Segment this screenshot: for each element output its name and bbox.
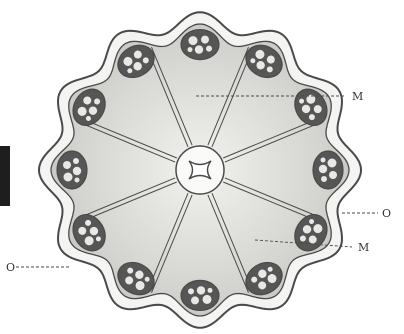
cell-granule [319,165,327,173]
cell-granule [321,176,327,182]
cell-body [57,151,87,189]
cell-granule [329,171,337,179]
cell-granule [197,286,205,294]
peripheral-cell [181,30,219,60]
label-o-right: O [382,207,391,220]
cell-granule [203,295,212,304]
cell-granule [73,167,81,175]
cell-body [181,30,219,60]
cell-body [313,151,343,189]
cell-granule [328,159,337,168]
cell-granule [73,158,79,164]
label-m-upper: M [352,90,363,103]
label-o-left: O [6,261,15,274]
cell-granule [201,36,209,44]
cell-granule [191,296,199,304]
cell-granule [188,288,194,294]
cell-granule [63,161,71,169]
peripheral-cell [57,151,87,189]
cell-granule [208,288,213,293]
cell-granule [195,45,203,53]
cell-granule [206,46,212,52]
peripheral-cell [313,151,343,189]
cell-granule [321,158,326,163]
cell-granule [188,47,193,52]
cell-granule [189,36,198,45]
label-m-lower: M [358,241,369,254]
cell-body [181,280,219,310]
cell-granule [75,178,80,183]
peripheral-cell [181,280,219,310]
cell-granule [64,173,73,182]
